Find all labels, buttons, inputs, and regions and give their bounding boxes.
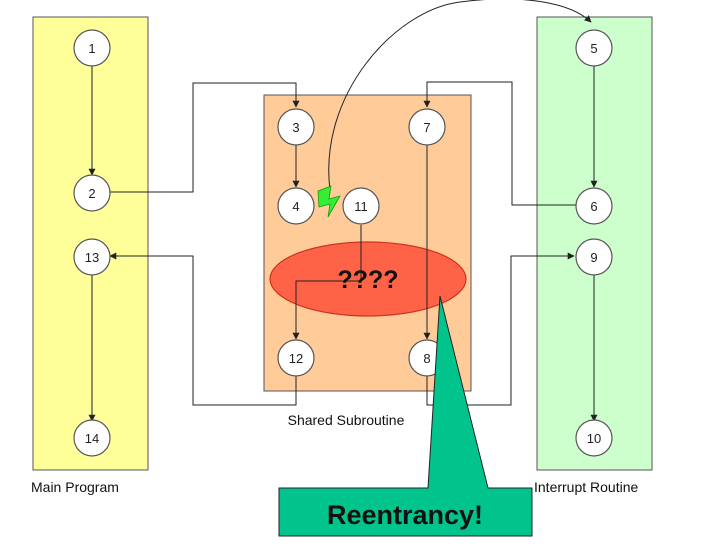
node-3: 3 [277, 108, 315, 146]
node-label: 4 [292, 199, 299, 214]
node-1: 1 [73, 29, 111, 67]
node-label: 2 [88, 186, 95, 201]
node-circle [342, 187, 380, 225]
node-14: 14 [73, 419, 111, 457]
callout-shape [278, 295, 533, 537]
callout-label: Reentrancy! [327, 500, 483, 530]
node-4: 4 [277, 187, 315, 225]
arrow-interrupt-to-5 [328, 0, 592, 191]
lightning-bolt-icon [317, 185, 341, 218]
node-label: 10 [587, 431, 601, 446]
node-circle [408, 108, 446, 146]
node-circle [575, 187, 613, 225]
arrow-11-to-12 [292, 225, 362, 340]
node-circle [575, 29, 613, 67]
node-label: 13 [85, 250, 99, 265]
node-label: 5 [590, 41, 597, 56]
node-9: 9 [575, 238, 613, 276]
node-circle [575, 238, 613, 276]
node-circle [73, 419, 111, 457]
conflict-ellipse [269, 241, 467, 317]
shared-subroutine-caption: Shared Subroutine [288, 412, 405, 428]
node-label: 8 [423, 351, 430, 366]
arrow-8-to-9 [426, 252, 575, 406]
node-10: 10 [575, 419, 613, 457]
node-circle [73, 238, 111, 276]
node-12: 12 [277, 339, 315, 377]
node-11: 11 [342, 187, 380, 225]
node-label: 7 [423, 120, 430, 135]
node-circle [575, 419, 613, 457]
node-circle [73, 29, 111, 67]
arrow-6-to-7 [423, 81, 576, 206]
node-6: 6 [575, 187, 613, 225]
main-program-caption: Main Program [31, 479, 119, 495]
arrow-2-to-3 [110, 82, 300, 193]
conflict-label: ???? [337, 266, 398, 294]
node-label: 3 [292, 120, 299, 135]
flow-arrows [88, 0, 598, 422]
node-label: 6 [590, 199, 597, 214]
node-2: 2 [73, 174, 111, 212]
node-circle [277, 339, 315, 377]
node-circle [73, 174, 111, 212]
node-label: 9 [590, 250, 597, 265]
node-circle [277, 187, 315, 225]
node-label: 12 [289, 351, 303, 366]
node-5: 5 [575, 29, 613, 67]
node-7: 7 [408, 108, 446, 146]
node-label: 14 [85, 431, 99, 446]
node-label: 1 [88, 41, 95, 56]
node-label: 11 [354, 199, 368, 214]
reentrancy-callout: Reentrancy! [278, 295, 533, 537]
node-13: 13 [73, 238, 111, 276]
arrow-12-to-13 [109, 252, 297, 406]
interrupt-routine-caption: Interrupt Routine [534, 479, 638, 495]
node-circle [277, 108, 315, 146]
